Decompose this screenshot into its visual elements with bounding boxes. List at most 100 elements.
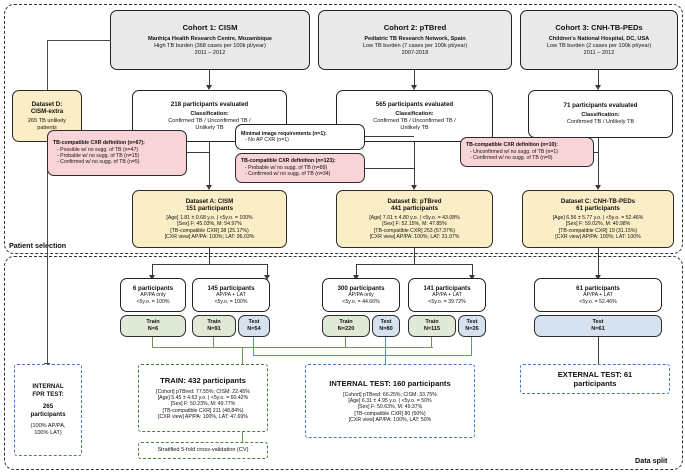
fpr-line-3: 265 xyxy=(42,403,54,411)
arrowhead xyxy=(469,275,475,280)
dataset-view: [CXR view] AP/PA: 100%; LAT: 100% xyxy=(555,233,641,240)
cohort-box-3[interactable]: Cohort 3: CNH-TB-PEDs Children's Nationa… xyxy=(520,10,678,70)
cohort-burden: Low TB burden (2 cases per 100k pt/year) xyxy=(546,43,652,50)
bin-test-3[interactable]: Test N=26 xyxy=(458,315,486,337)
exclusion-title: TB-compatible CXR definition (n=123): xyxy=(241,158,336,165)
connector-exclusion-cism xyxy=(187,152,209,154)
bin-count: N=54 xyxy=(247,326,261,332)
cohort-years: 2011 – 2012 xyxy=(583,50,615,57)
cohort-burden: High TB burden (368 cases per 100k pt/ye… xyxy=(154,43,266,50)
connector-exclusion-ptbred-minimal xyxy=(365,136,414,138)
classification-label: Classification: xyxy=(395,111,434,118)
dataset-participants: 441 participants xyxy=(390,205,439,213)
connector-split3 xyxy=(356,264,358,276)
connector-train-bus-down xyxy=(242,347,244,364)
connector-split1 xyxy=(152,264,154,276)
exclusion-item: - Probable w/ no sugg. of TB (n=89) xyxy=(245,164,328,171)
bin-train-3[interactable]: Train N=220 xyxy=(322,315,370,337)
split-box-1[interactable]: 6 participants AP/PA only <5y.o. = 100% xyxy=(120,278,186,312)
connector-datasetc-down xyxy=(598,248,600,276)
dataset-a-box[interactable]: Dataset A: CISM 151 participants [Age] 1… xyxy=(132,190,287,248)
dataset-view: [CXR view] AP/PA: 100%; LAT: 31.97% xyxy=(369,233,460,240)
bin-count: N=6 xyxy=(147,326,159,332)
connector-test1-bus xyxy=(253,337,255,355)
cohort-title: Cohort 3: CNH-TB-PEDs xyxy=(555,23,643,33)
arrowhead xyxy=(411,185,417,190)
bin-count: N=80 xyxy=(379,326,393,332)
dataset-title: Dataset C: CNH-TB-PEDs xyxy=(560,197,636,205)
train-title: TRAIN: 432 participants xyxy=(160,375,246,385)
bin-train-4[interactable]: Train N=115 xyxy=(408,315,456,337)
connector-train-cv xyxy=(242,432,244,442)
split-age: <5y.o. = 100% xyxy=(136,298,170,305)
bin-train-1[interactable]: Train N=6 xyxy=(120,315,186,337)
split-age: <5y.o. = 39.72% xyxy=(428,298,466,305)
exclusion-box-ptbred-minimal[interactable]: Minimal image requirements (n=1): - No A… xyxy=(235,124,365,150)
bin-test-1[interactable]: Test N=54 xyxy=(238,315,270,337)
connector-exclusion-ptbred-cxr xyxy=(365,168,414,170)
dataset-age: [Age] 7.01 ± 4.80 y.o. | <5y.o. = 43.08% xyxy=(369,214,460,221)
exclusion-box-ptbred-cxr[interactable]: TB-compatible CXR definition (n=123): - … xyxy=(235,153,365,183)
split-box-3[interactable]: 300 participants AP/PA only <5y.o. = 44.… xyxy=(322,278,400,312)
fpr-line-6: 100% LAT) xyxy=(34,430,62,437)
fpr-line-2: FPR TEST: xyxy=(32,390,64,398)
dataset-sex: [Sex] F: 59.02%, M: 40.98% xyxy=(565,221,631,228)
split-view: AP/PA + LAT xyxy=(583,292,613,299)
cohort-site: Manhiça Health Research Centre, Mozambiq… xyxy=(147,36,273,43)
exclusion-item: - No AP CXR (n=1) xyxy=(245,137,289,143)
connector-external-test xyxy=(598,337,600,364)
evaluated-title: 565 participants evaluated xyxy=(375,100,454,108)
dataset-d-sub-2: patients xyxy=(37,124,57,131)
split-view: AP/PA only xyxy=(348,292,374,299)
split-title: 141 participants xyxy=(423,284,471,292)
fpr-line-5: (100% AP/PA, xyxy=(30,423,66,430)
train-sex: [Sex] F: 50.23%, M: 49.77% xyxy=(170,401,236,408)
bin-test-2[interactable]: Test N=80 xyxy=(372,315,400,337)
connector-test3-bus xyxy=(471,337,473,355)
exclusion-item: - Confirmed w/ no sugg. of TB (n=34) xyxy=(245,171,331,178)
bin-count: N=26 xyxy=(465,326,479,332)
arrowhead xyxy=(595,85,601,90)
exclusion-title: TB-compatible CXR definition (n=10): xyxy=(466,142,558,149)
cohort-site: Pediatric TB Research Network, Spain xyxy=(364,36,466,43)
internal-test-summary-box[interactable]: INTERNAL TEST: 160 participants [Cohort]… xyxy=(305,364,475,438)
cohort-box-2[interactable]: Cohort 2: pTBred Pediatric TB Research N… xyxy=(318,10,512,70)
exclusion-item: - Unconfirmed w/ no sugg. of TB (n=1) xyxy=(470,148,558,155)
split-box-4[interactable]: 141 participants AP/PA + LAT <5y.o. = 39… xyxy=(408,278,486,312)
exclusion-box-cism[interactable]: TB-compatible CXR definition (n=67): - P… xyxy=(47,130,187,176)
split-view: AP/PA only xyxy=(140,292,166,299)
dataset-b-box[interactable]: Dataset B: pTBred 441 participants [Age]… xyxy=(336,190,493,248)
evaluated-box-3[interactable]: 71 participants evaluated Classification… xyxy=(528,90,673,138)
exclusion-box-cnh[interactable]: TB-compatible CXR definition (n=10): - U… xyxy=(460,137,594,167)
split-box-5[interactable]: 61 participants AP/PA + LAT <5y.o. = 52.… xyxy=(534,278,662,312)
external-test-box[interactable]: EXTERNAL TEST: 61 participants xyxy=(520,364,670,394)
connector-test-bus-down xyxy=(385,355,387,364)
connector-datasetb-down xyxy=(414,248,416,264)
connector-cohort1-evaluated xyxy=(209,70,211,86)
connector-test-bus-h xyxy=(253,355,472,357)
bin-train-2[interactable]: Train N=91 xyxy=(192,315,236,337)
region-patient-selection xyxy=(4,4,683,254)
split-title: 6 participants xyxy=(132,284,174,292)
cohort-box-1[interactable]: Cohort 1: CISM Manhiça Health Research C… xyxy=(110,10,310,70)
connector-eval1-dataset-a xyxy=(209,142,211,186)
internal-fpr-test-box[interactable]: INTERNAL FPR TEST: 265 participants (100… xyxy=(14,364,82,456)
train-age: [Age] 5.45 ± 4.63 y.o. | <5y.o. = 60.42% xyxy=(157,395,249,402)
arrowhead xyxy=(411,85,417,90)
dataset-c-box[interactable]: Dataset C: CNH-TB-PEDs 61 participants [… xyxy=(522,190,674,248)
train-summary-box[interactable]: TRAIN: 432 participants [Cohort] pTBred:… xyxy=(138,364,268,432)
split-box-2[interactable]: 145 participants AP/PA + LAT <5y.o. = 10… xyxy=(192,278,270,312)
connector-cohort3-evaluated xyxy=(598,70,600,86)
cohort-title: Cohort 1: CISM xyxy=(182,23,238,33)
bin-label: Test xyxy=(248,319,260,326)
connector-split4 xyxy=(472,264,474,276)
fpr-line-1: INTERNAL xyxy=(32,383,64,391)
cross-validation-box[interactable]: Stratified 5-fold cross-validation (CV) xyxy=(138,442,268,459)
classification-line-2: Unlikely TB xyxy=(400,124,429,131)
connector-train3-bus xyxy=(345,337,347,347)
cohort-years: 2011 – 2012 xyxy=(194,50,226,57)
classification-line-1: Confirmed TB / Unconfirmed TB / xyxy=(168,117,251,124)
bin-test-4[interactable]: Test N=61 xyxy=(534,315,662,337)
train-cohort: [Cohort] pTBred: 77.55%; CISM: 22.45% xyxy=(156,388,250,395)
evaluated-title: 71 participants evaluated xyxy=(563,101,638,109)
